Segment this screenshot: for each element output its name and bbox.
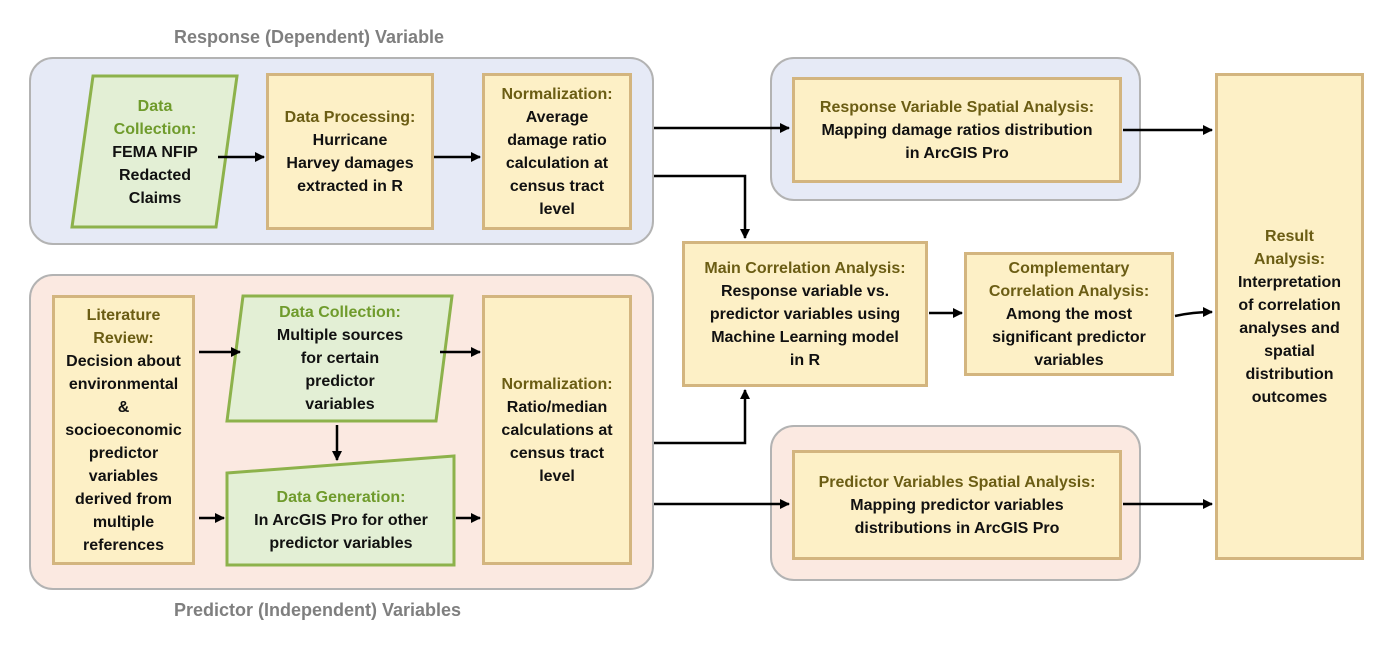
result-analysis-line-1: Interpretation xyxy=(1237,273,1342,291)
data-generation-title: Data Generation: xyxy=(276,488,406,506)
normalization-predictor-line-2: calculations at xyxy=(501,421,613,439)
response-spatial-title: Response Variable Spatial Analysis: xyxy=(819,98,1095,116)
normalization-response-line-1: Average xyxy=(525,108,589,126)
predictor-spatial-line-1: Mapping predictor variables xyxy=(850,496,1064,514)
data-collection-fema-line-3: Claims xyxy=(128,189,182,207)
result-analysis-line-3: analyses and xyxy=(1239,319,1340,337)
normalization-predictor-line-4: level xyxy=(539,467,575,485)
complementary-correlation-node: Complementary Correlation Analysis: Amon… xyxy=(964,252,1174,376)
response-spatial-line-2: in ArcGIS Pro xyxy=(905,144,1009,162)
literature-review-line-3: & xyxy=(117,398,130,416)
data-processing-line-3: extracted in R xyxy=(297,177,403,195)
result-analysis-line-2: of correlation xyxy=(1238,296,1341,314)
literature-review-title: Literature Review: xyxy=(86,306,161,347)
data-collection-multi-line-3: predictor xyxy=(305,372,375,390)
result-analysis-node: Result Analysis: Interpretation of corre… xyxy=(1215,73,1364,560)
main-correlation-line-2: predictor variables using xyxy=(709,305,901,323)
predictor-group-label: Predictor (Independent) Variables xyxy=(174,600,462,620)
data-generation-shape xyxy=(225,454,456,567)
data-generation-node: Data Generation: In ArcGIS Pro for other… xyxy=(230,478,452,562)
normalization-response-node: Normalization: Average damage ratio calc… xyxy=(482,73,632,230)
complementary-correlation-title: Complementary Correlation Analysis: xyxy=(988,259,1150,300)
literature-review-line-4: socioeconomic xyxy=(65,421,182,439)
data-collection-multi-line-2: for certain xyxy=(300,349,380,367)
normalization-response-title: Normalization: xyxy=(501,85,613,103)
normalization-predictor-title: Normalization: xyxy=(501,375,613,393)
data-collection-multi-line-1: Multiple sources xyxy=(276,326,404,344)
main-correlation-line-1: Response variable vs. xyxy=(720,282,890,300)
data-collection-multi-title: Data Collection: xyxy=(279,303,401,321)
result-analysis-line-5: distribution xyxy=(1245,365,1334,383)
normalization-response-line-2: damage ratio xyxy=(507,131,607,149)
result-analysis-line-6: outcomes xyxy=(1251,388,1328,406)
literature-review-line-5: predictor xyxy=(88,444,159,462)
literature-review-line-8: multiple xyxy=(92,513,155,531)
data-generation-line-1: In ArcGIS Pro for other xyxy=(254,511,428,529)
predictor-spatial-node: Predictor Variables Spatial Analysis: Ma… xyxy=(792,450,1122,560)
normalization-predictor-line-1: Ratio/median xyxy=(506,398,608,416)
data-collection-multi-shape xyxy=(225,294,454,423)
data-collection-fema-line-2: Redacted xyxy=(118,166,192,184)
response-spatial-node: Response Variable Spatial Analysis: Mapp… xyxy=(792,77,1122,183)
result-analysis-line-4: spatial xyxy=(1264,342,1315,360)
response-group-label: Response (Dependent) Variable xyxy=(174,27,445,47)
literature-review-line-6: variables xyxy=(88,467,159,485)
arrow-normalization-to-main-correlation-2 xyxy=(654,389,750,445)
literature-review-line-7: derived from xyxy=(75,490,172,508)
data-collection-fema-node: Data Collection: FEMA NFIP Redacted Clai… xyxy=(80,82,230,222)
normalization-response-line-4: census tract xyxy=(509,177,605,195)
result-analysis-title: Result Analysis: xyxy=(1253,227,1326,268)
data-generation-line-2: predictor variables xyxy=(269,534,413,552)
normalization-predictor-node: Normalization: Ratio/median calculations… xyxy=(482,295,632,565)
main-correlation-line-4: in R xyxy=(789,351,821,369)
main-correlation-title: Main Correlation Analysis: xyxy=(704,259,906,277)
literature-review-node: Literature Review: Decision about enviro… xyxy=(52,295,195,565)
main-correlation-node: Main Correlation Analysis: Response vari… xyxy=(682,241,928,387)
main-correlation-line-3: Machine Learning model xyxy=(711,328,899,346)
literature-review-line-2: environmental xyxy=(68,375,179,393)
data-processing-title: Data Processing: xyxy=(284,108,416,126)
data-collection-multi-node: Data Collection: Multiple sources for ce… xyxy=(240,298,440,418)
data-collection-fema-title: Data Collection: xyxy=(113,97,197,138)
literature-review-line-1: Decision about xyxy=(66,352,181,370)
normalization-response-line-5: level xyxy=(539,200,575,218)
response-spatial-line-1: Mapping damage ratios distribution xyxy=(821,121,1093,139)
data-processing-node: Data Processing: Hurricane Harvey damage… xyxy=(266,73,434,230)
data-processing-line-1: Hurricane xyxy=(312,131,388,149)
arrow-complementary-to-result xyxy=(1174,307,1213,318)
normalization-predictor-line-3: census tract xyxy=(509,444,605,462)
data-processing-line-2: Harvey damages xyxy=(286,154,414,172)
complementary-correlation-line-2: significant predictor xyxy=(992,328,1146,346)
data-collection-fema-line-1: FEMA NFIP xyxy=(112,143,198,161)
data-collection-fema-shape xyxy=(70,74,239,229)
complementary-correlation-line-1: Among the most xyxy=(1005,305,1133,323)
predictor-spatial-title: Predictor Variables Spatial Analysis: xyxy=(818,473,1096,491)
normalization-response-line-3: calculation at xyxy=(505,154,609,172)
complementary-correlation-line-3: variables xyxy=(1034,351,1104,369)
literature-review-line-9: references xyxy=(83,536,164,554)
data-collection-multi-line-4: variables xyxy=(305,395,375,413)
predictor-spatial-line-2: distributions in ArcGIS Pro xyxy=(854,519,1060,537)
arrow-normalization-to-main-correlation xyxy=(654,174,750,239)
